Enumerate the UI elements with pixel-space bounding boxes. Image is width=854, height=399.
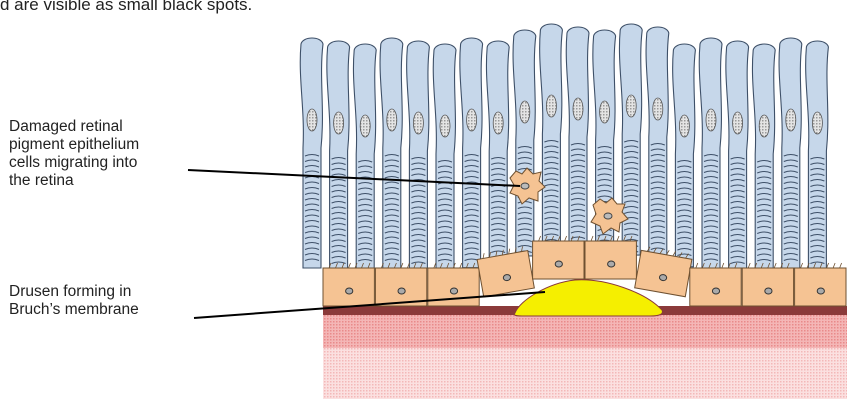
- photoreceptor-cell: [300, 38, 323, 268]
- photoreceptor-cell: [726, 41, 749, 268]
- rpe-cell: [375, 263, 426, 306]
- photoreceptor-cell: [699, 38, 722, 268]
- choroid-light-layer: [323, 348, 847, 399]
- photoreceptor-cell: [407, 41, 430, 268]
- photoreceptor-cell: [460, 38, 483, 268]
- photoreceptor-cell: [327, 41, 350, 268]
- photoreceptor-cell: [806, 41, 829, 268]
- photoreceptor-cell: [513, 30, 536, 256]
- photoreceptor-cell: [779, 38, 802, 268]
- photoreceptor-cell: [433, 44, 456, 268]
- choroid-dense-layer: [323, 314, 847, 348]
- photoreceptor-cell: [673, 44, 696, 267]
- photoreceptor-cell: [380, 38, 403, 268]
- photoreceptor-cell: [646, 27, 669, 261]
- rpe-cell: [690, 263, 741, 306]
- rpe-cell: [323, 263, 374, 306]
- rpe-cell: [742, 263, 793, 306]
- rpe-cell: [795, 263, 846, 306]
- photoreceptor-cell: [540, 24, 563, 250]
- rpe-cell: [533, 236, 584, 279]
- photoreceptor-cell: [752, 44, 775, 268]
- photoreceptor-cell: [353, 44, 376, 268]
- rpe-cell: [585, 236, 636, 279]
- photoreceptor-cell: [486, 41, 509, 262]
- photoreceptor-cells: [300, 24, 828, 268]
- photoreceptor-cell: [566, 27, 589, 244]
